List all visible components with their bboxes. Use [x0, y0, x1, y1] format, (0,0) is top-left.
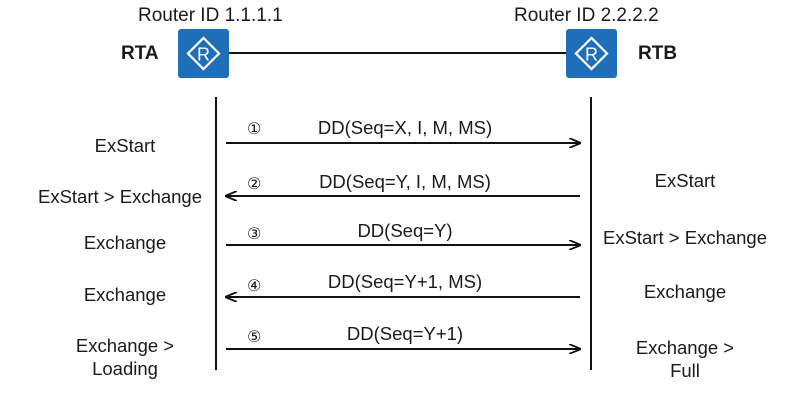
step-number: ③ [247, 226, 262, 243]
svg-text:R: R [197, 45, 210, 65]
router-icon: R [178, 29, 229, 78]
router-icon: R [566, 29, 617, 78]
rta-state: Exchange [83, 232, 167, 253]
rtb-router-id: Router ID 2.2.2.2 [514, 5, 659, 26]
message-label: DD(Seq=Y+1) [346, 323, 464, 344]
rta-state: ExStart > Exchange [37, 186, 203, 207]
rta-router-id: Router ID 1.1.1.1 [138, 5, 283, 26]
rtb-state: Exchange [643, 281, 727, 302]
rtb-label: RTB [638, 43, 678, 64]
rtb-state: Full [670, 360, 700, 381]
rta-state: Loading [92, 358, 158, 379]
message-label: DD(Seq=Y, I, M, MS) [319, 171, 491, 192]
message-label: DD(Seq=Y+1, MS) [327, 271, 483, 292]
rta-state: Exchange > [75, 335, 175, 356]
rtb-state: ExStart > Exchange [602, 227, 768, 248]
step-number: ④ [247, 278, 262, 295]
rta-state: ExStart [94, 135, 156, 156]
rta-label: RTA [121, 43, 159, 64]
rtb-state: ExStart [654, 170, 716, 191]
message-label: DD(Seq=Y) [357, 220, 453, 241]
step-number: ① [247, 121, 262, 138]
step-number: ② [247, 176, 262, 193]
rtb-state: Exchange > [635, 337, 735, 358]
rta-state: Exchange [83, 284, 167, 305]
message-label: DD(Seq=X, I, M, MS) [317, 117, 493, 138]
svg-text:R: R [585, 45, 598, 65]
step-number: ⑤ [247, 329, 262, 346]
